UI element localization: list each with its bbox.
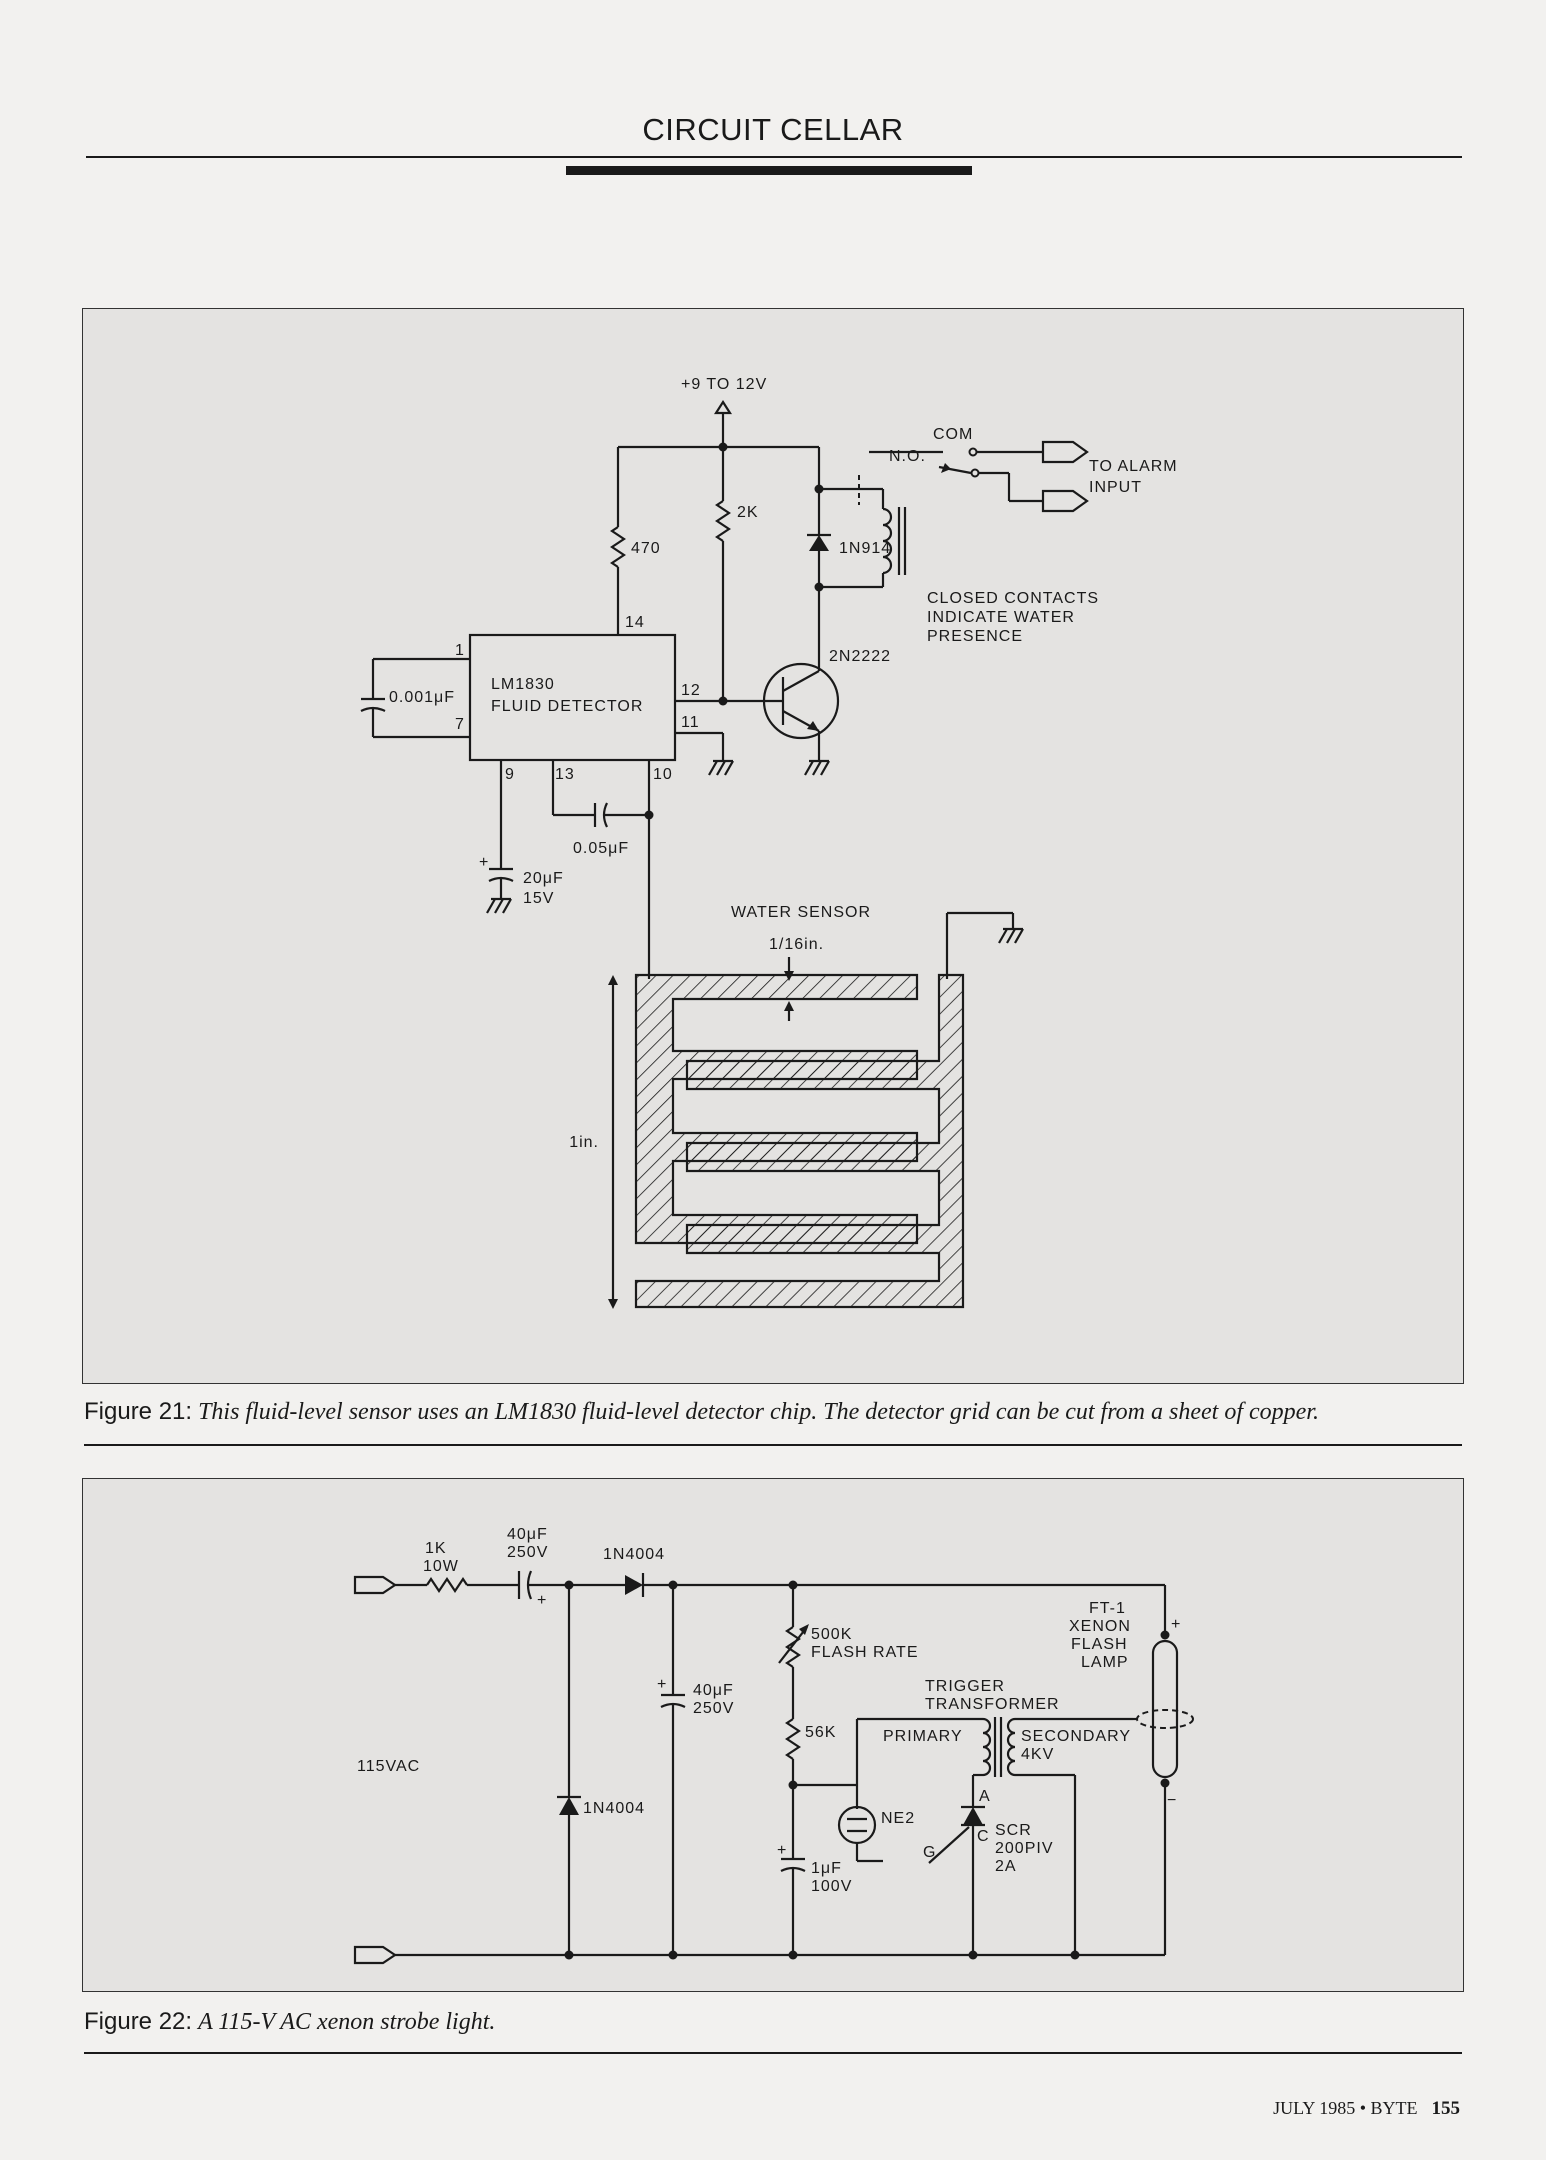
svg-text:40μF: 40μF: [693, 1682, 734, 1699]
svg-text:PRIMARY: PRIMARY: [883, 1728, 963, 1745]
svg-text:TRANSFORMER: TRANSFORMER: [925, 1696, 1060, 1713]
svg-text:1μF: 1μF: [811, 1860, 842, 1877]
svg-text:40μF: 40μF: [507, 1526, 548, 1543]
svg-text:+: +: [657, 1676, 667, 1693]
neon-lamp-ne2: [837, 1805, 877, 1845]
input-connector-top: [353, 1575, 397, 1595]
sensor-comb-right: [634, 973, 965, 1309]
svg-text:200PIV: 200PIV: [995, 1840, 1053, 1857]
svg-text:1K: 1K: [425, 1540, 447, 1557]
svg-text:11: 11: [681, 714, 700, 731]
transformer-secondary: [1006, 1717, 1016, 1777]
svg-text:FLUID DETECTOR: FLUID DETECTOR: [491, 698, 643, 715]
svg-text:10: 10: [653, 766, 673, 783]
svg-text:G: G: [923, 1844, 936, 1861]
svg-text:1in.: 1in.: [569, 1134, 599, 1151]
figure-22-caption: Figure 22: A 115-V AC xenon strobe light…: [84, 2008, 496, 2035]
svg-text:12: 12: [681, 682, 701, 699]
scr: [963, 1807, 983, 1825]
svg-text:15V: 15V: [523, 890, 554, 907]
svg-text:TO ALARM: TO ALARM: [1089, 458, 1178, 475]
pot-500k: [785, 1626, 801, 1668]
figure-21-rule: [84, 1444, 1462, 1446]
svg-text:FLASH RATE: FLASH RATE: [811, 1644, 919, 1661]
svg-text:PRESENCE: PRESENCE: [927, 628, 1023, 645]
svg-text:9: 9: [505, 766, 515, 783]
svg-text:0.05μF: 0.05μF: [573, 840, 629, 857]
svg-text:4KV: 4KV: [1021, 1746, 1054, 1763]
svg-text:470: 470: [631, 540, 661, 557]
svg-text:FLASH: FLASH: [1071, 1636, 1128, 1653]
svg-text:100V: 100V: [811, 1878, 852, 1895]
page-number: 155: [1431, 2098, 1461, 2119]
diode-1n914: [809, 535, 829, 551]
svg-text:TRIGGER: TRIGGER: [925, 1678, 1005, 1695]
svg-text:115VAC: 115VAC: [357, 1758, 420, 1775]
svg-text:1N4004: 1N4004: [603, 1546, 665, 1563]
chip-lm1830: [468, 633, 677, 762]
svg-text:2N2222: 2N2222: [829, 648, 891, 665]
svg-text:500K: 500K: [811, 1626, 852, 1643]
xenon-flash-lamp: [1151, 1639, 1179, 1779]
figure-21-schematic: +9 TO 12V 470 2K 1N914 COM N.O. TO ALARM…: [82, 308, 1464, 1384]
svg-text:CLOSED CONTACTS: CLOSED CONTACTS: [927, 590, 1099, 607]
svg-text:SCR: SCR: [995, 1822, 1032, 1839]
svg-text:2K: 2K: [737, 504, 759, 521]
svg-text:N.O.: N.O.: [889, 448, 926, 465]
sensor-comb-left: [634, 973, 919, 1245]
svg-text:A: A: [979, 1788, 991, 1805]
transformer-primary: [982, 1717, 992, 1777]
diode-1n4004-shunt: [559, 1797, 579, 1815]
svg-text:LAMP: LAMP: [1081, 1654, 1129, 1671]
svg-text:NE2: NE2: [881, 1810, 915, 1827]
relay-coil: [882, 507, 893, 575]
resistor-2k: [715, 500, 731, 542]
resistor-470: [610, 526, 626, 568]
issue-date: JULY 1985 • BYTE: [1273, 2098, 1418, 2118]
page-footer: JULY 1985 • BYTE 155: [1273, 2098, 1460, 2120]
svg-text:COM: COM: [933, 426, 973, 443]
header-bar: [566, 166, 972, 175]
svg-text:2A: 2A: [995, 1858, 1017, 1875]
svg-text:1/16in.: 1/16in.: [769, 936, 824, 953]
figure-22-schematic: 115VAC 1K 10W 40μF 250V + 1N4004 1N4004 …: [82, 1478, 1464, 1992]
svg-text:13: 13: [555, 766, 575, 783]
resistor-56k: [785, 1718, 801, 1760]
svg-text:1N914: 1N914: [839, 540, 891, 557]
svg-text:+: +: [537, 1592, 547, 1609]
svg-text:FT-1: FT-1: [1089, 1600, 1126, 1617]
figure-22-rule: [84, 2052, 1462, 2054]
svg-text:+: +: [777, 1842, 787, 1859]
figure-21-caption: Figure 21: This fluid-level sensor uses …: [84, 1398, 1319, 1425]
supply-arrow: [713, 399, 733, 415]
svg-text:0.001μF: 0.001μF: [389, 689, 455, 706]
svg-text:C: C: [977, 1828, 990, 1845]
svg-text:INPUT: INPUT: [1089, 479, 1142, 496]
svg-text:+: +: [1171, 1616, 1181, 1633]
svg-text:WATER SENSOR: WATER SENSOR: [731, 904, 871, 921]
diode-1n4004-series: [625, 1575, 643, 1595]
alarm-arrow-top: [1041, 440, 1089, 464]
svg-text:56K: 56K: [805, 1724, 836, 1741]
svg-text:20μF: 20μF: [523, 870, 564, 887]
svg-text:10W: 10W: [423, 1558, 459, 1575]
svg-text:INDICATE WATER: INDICATE WATER: [927, 609, 1075, 626]
svg-text:+: +: [479, 854, 489, 871]
svg-text:1N4004: 1N4004: [583, 1800, 645, 1817]
svg-text:−: −: [1167, 1792, 1177, 1809]
svg-text:250V: 250V: [693, 1700, 734, 1717]
svg-text:250V: 250V: [507, 1544, 548, 1561]
header-rule: [86, 156, 1462, 158]
supply-label: +9 TO 12V: [681, 376, 767, 393]
svg-text:SECONDARY: SECONDARY: [1021, 1728, 1131, 1745]
svg-text:14: 14: [625, 614, 645, 631]
svg-text:7: 7: [455, 716, 465, 733]
svg-text:XENON: XENON: [1069, 1618, 1131, 1635]
svg-text:1: 1: [455, 642, 465, 659]
alarm-arrow-bottom: [1041, 489, 1089, 513]
input-connector-bottom: [353, 1945, 397, 1965]
running-header: CIRCUIT CELLAR: [642, 112, 904, 147]
svg-text:LM1830: LM1830: [491, 676, 555, 693]
resistor-1k: [426, 1577, 468, 1593]
